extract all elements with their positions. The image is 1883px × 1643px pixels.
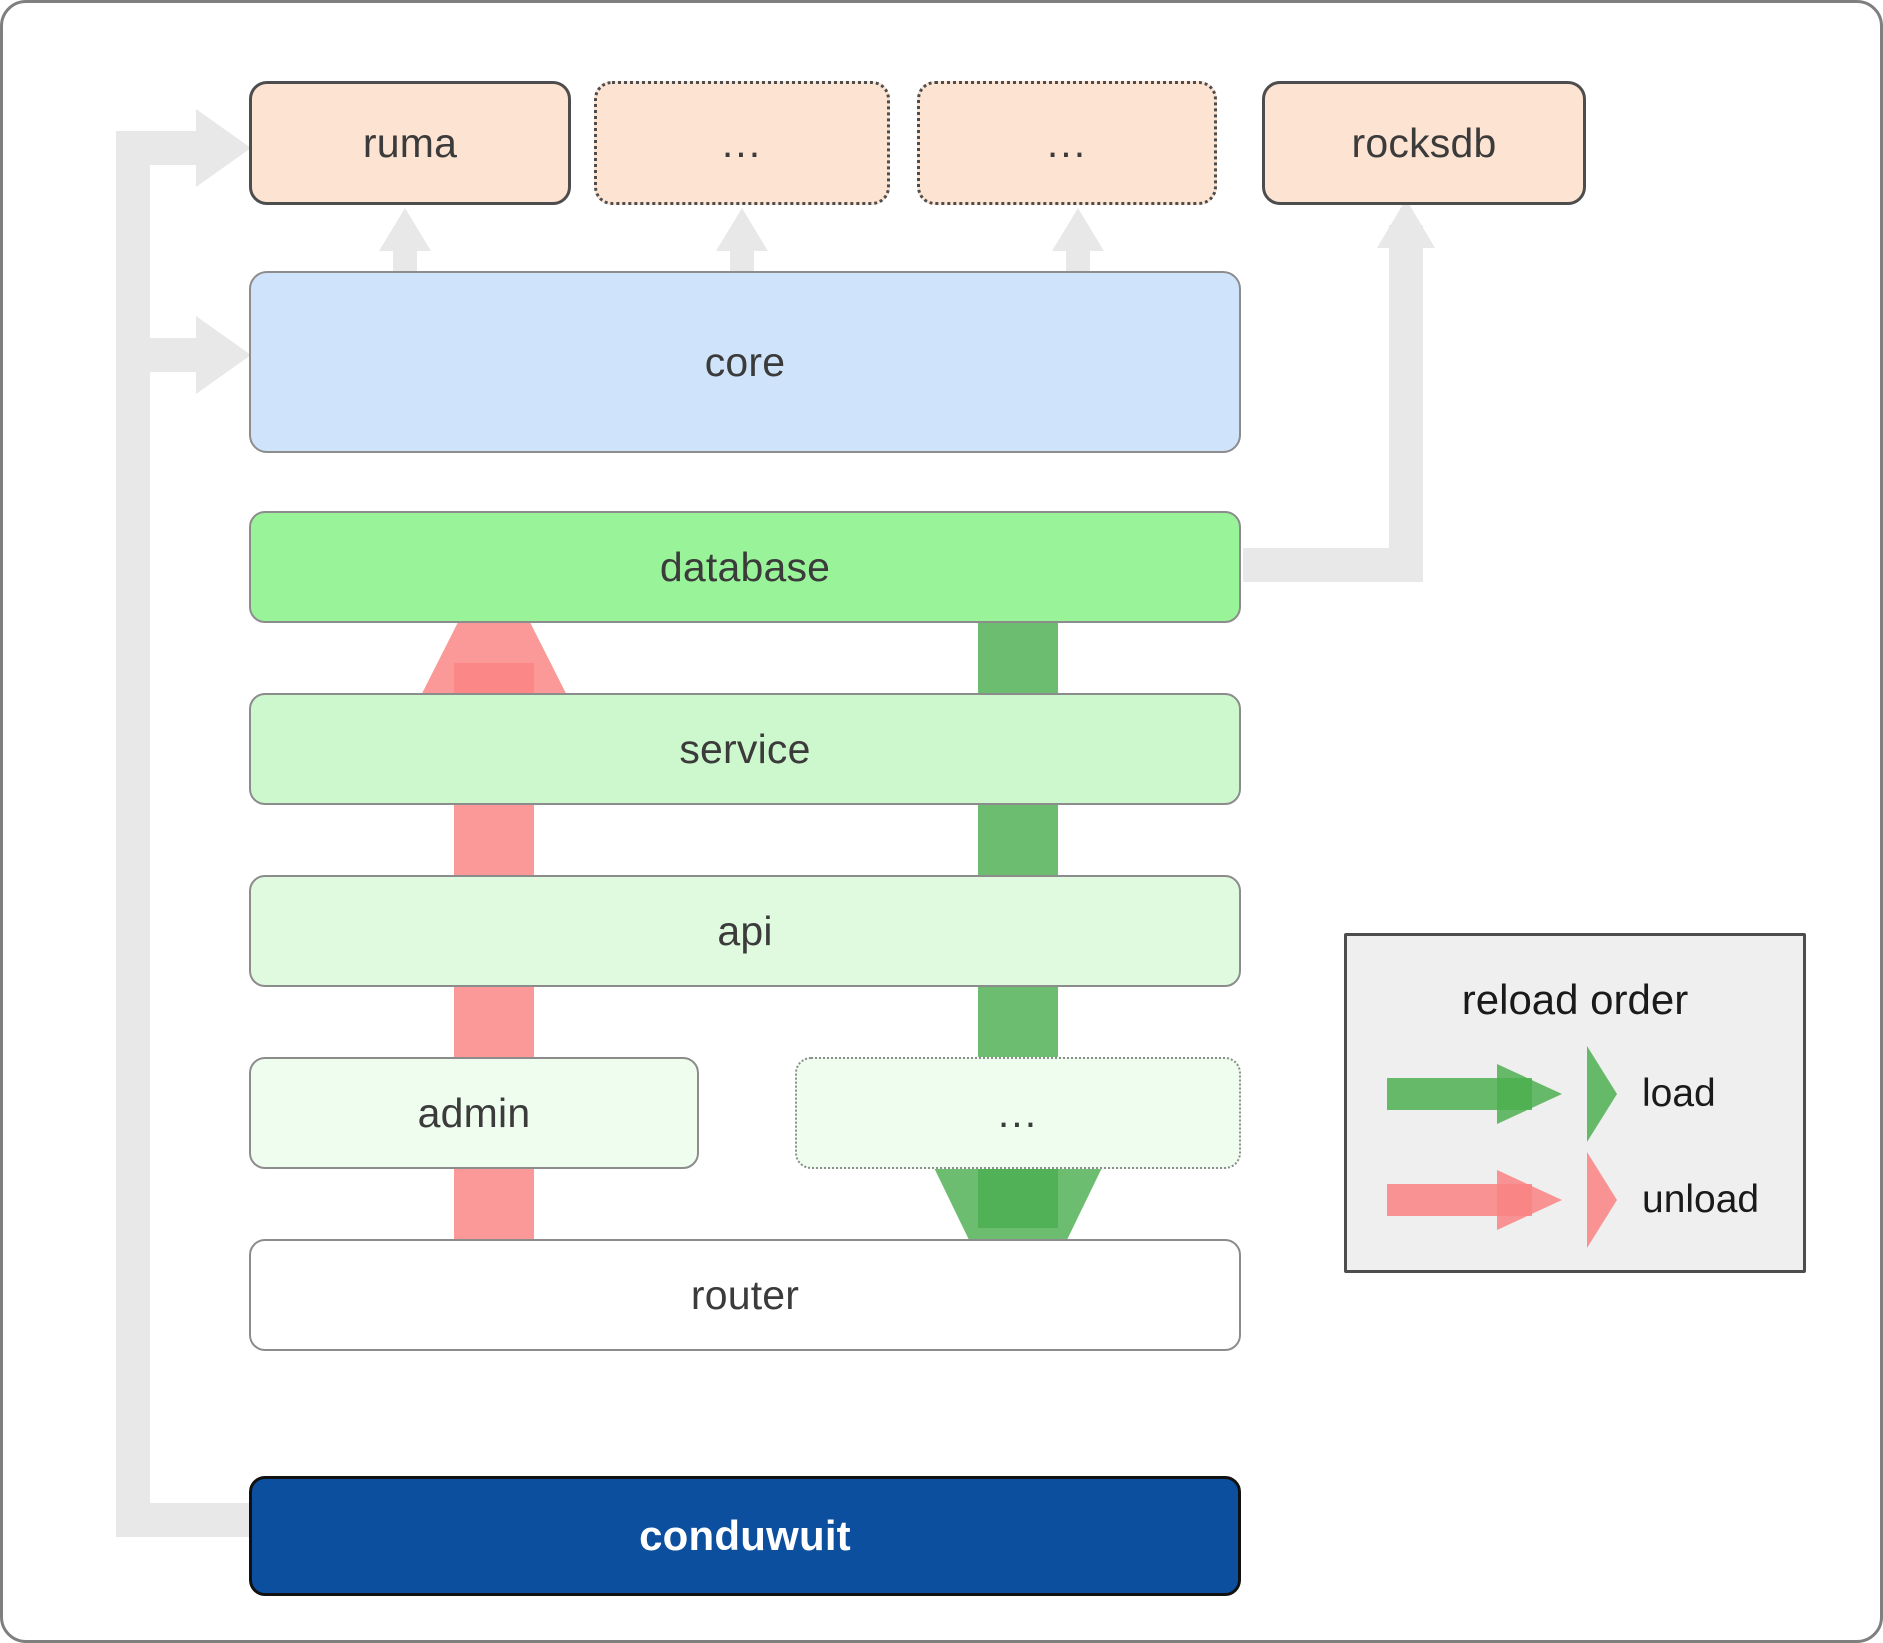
dependency-label-rocksdb: rocksdb bbox=[1351, 119, 1497, 166]
legend-title: reload order bbox=[1461, 976, 1689, 1023]
legend-unload-arrow-icon bbox=[1387, 1152, 1617, 1248]
dependency-box-rocksdb[interactable]: rocksdb bbox=[1262, 81, 1586, 205]
layer-label-database: database bbox=[659, 543, 831, 590]
layer-label-service: service bbox=[679, 725, 811, 772]
database-to-rocksdb-connector bbox=[1243, 199, 1435, 582]
dependency-label-ruma: ruma bbox=[362, 119, 458, 166]
dependency-box-ruma[interactable]: ruma bbox=[249, 81, 571, 205]
layer-box-service[interactable]: service bbox=[249, 693, 1241, 805]
dependency-box-more-2[interactable]: ... bbox=[917, 81, 1217, 205]
layer-label-api: api bbox=[717, 907, 773, 954]
legend-label-load: load bbox=[1642, 1072, 1716, 1115]
legend-label-unload: unload bbox=[1642, 1178, 1760, 1221]
layer-box-more[interactable]: ... bbox=[795, 1057, 1241, 1169]
application-label-conduwuit: conduwuit bbox=[639, 1512, 851, 1559]
layer-label-admin: admin bbox=[417, 1089, 531, 1136]
connector-arrows-layer bbox=[116, 109, 1435, 1537]
dependency-label-more-2: ... bbox=[1046, 119, 1088, 166]
layer-box-admin[interactable]: admin bbox=[249, 1057, 699, 1169]
layer-label-more: ... bbox=[997, 1089, 1039, 1136]
legend-arrows bbox=[1387, 1046, 1617, 1248]
layer-box-database[interactable]: database bbox=[249, 511, 1241, 623]
legend-load-arrow-icon bbox=[1387, 1046, 1617, 1142]
dependency-label-more-1: ... bbox=[721, 119, 763, 166]
layer-label-core: core bbox=[704, 338, 786, 385]
dependency-box-more-1[interactable]: ... bbox=[594, 81, 890, 205]
layer-box-api[interactable]: api bbox=[249, 875, 1241, 987]
layer-box-core[interactable]: core bbox=[249, 271, 1241, 453]
layer-box-router[interactable]: router bbox=[249, 1239, 1241, 1351]
application-box-conduwuit[interactable]: conduwuit bbox=[249, 1476, 1241, 1596]
left-dependency-bus bbox=[116, 109, 251, 1537]
layer-label-router: router bbox=[690, 1271, 800, 1318]
legend-panel: reload order load unload bbox=[1344, 933, 1806, 1273]
